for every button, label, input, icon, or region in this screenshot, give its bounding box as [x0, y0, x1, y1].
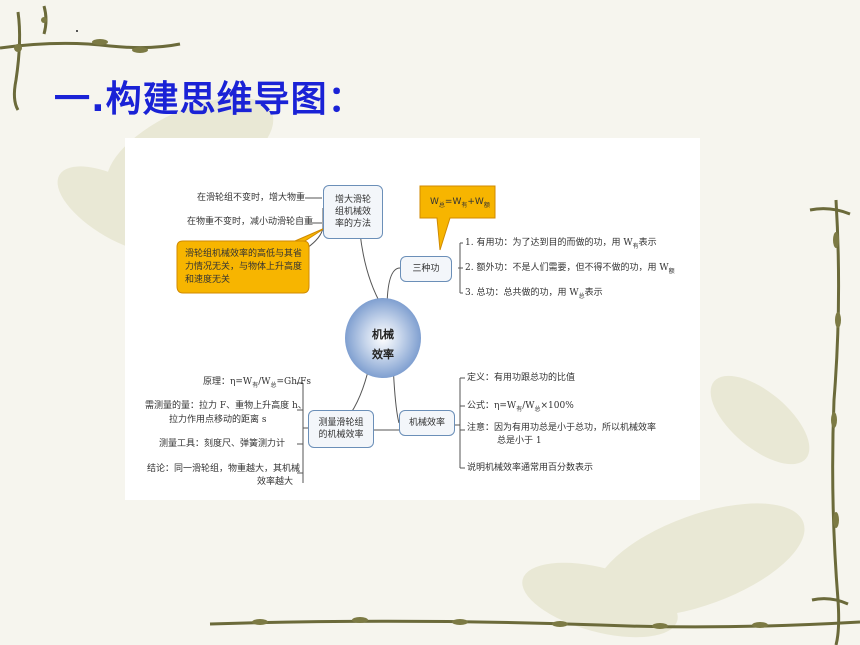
efficiency-percent-note: 说明机械效率通常用百分数表示	[467, 463, 594, 473]
slide-title: 一.构建思维导图：	[54, 79, 365, 120]
total-work-formula: W总=W有+W额	[430, 197, 490, 209]
measure-quantities-line-2: 拉力作用点移动的距离 s	[169, 415, 267, 425]
formula-callout-shape	[419, 185, 496, 251]
increase-item-2: 在物重不变时，减小动滑轮自重	[187, 217, 314, 227]
efficiency-formula: 公式：η=W有/W总×100%	[467, 401, 574, 413]
note-callout-shape	[176, 227, 326, 294]
measure-conclusion-line-1: 结论：同一滑轮组，物重越大，其机械	[147, 464, 301, 474]
increase-method-title: 增大滑轮组机械效率的方法	[334, 195, 371, 229]
three-work-title: 三种功	[412, 264, 440, 274]
useful-work-item: 1. 有用功：为了达到目的而做的功，用 W有表示	[465, 238, 657, 250]
center-line-2: 效率	[372, 348, 394, 361]
efficiency-note-line-2: 总是小于 1	[497, 436, 542, 446]
mind-map-connectors	[176, 185, 496, 483]
mind-map: 机械 效率 增大滑轮组机械效率的方法 在滑轮组不变时，增大物重 在物重不变时，减…	[125, 138, 700, 500]
total-work-item: 3. 总功：总共做的功，用 W总表示	[465, 288, 603, 300]
extra-work-item: 2. 额外功：不是人们需要，但不得不做的功，用 W额	[465, 263, 675, 275]
measure-principle: 原理：η=W有/W总=Gh/Fs	[203, 377, 311, 389]
note-callout-text: 滑轮组机械效率的高低与其省力情况无关，与物体上升高度和速度无关	[185, 249, 303, 285]
center-node	[345, 298, 421, 378]
efficiency-definition: 定义：有用功跟总功的比值	[467, 373, 576, 383]
center-node-label: 机械 效率	[363, 326, 403, 362]
measure-conclusion-line-2: 效率越大	[257, 477, 294, 487]
center-line-1: 机械	[372, 328, 394, 341]
increase-method-box: 增大滑轮组机械效率的方法	[323, 185, 383, 239]
efficiency-title: 机械效率	[408, 418, 445, 428]
measure-box: 测量滑轮组的机械效率	[308, 410, 374, 448]
efficiency-note-line-1: 注意：因为有用功总是小于总功，所以机械效率	[467, 423, 657, 433]
efficiency-box: 机械效率	[399, 410, 455, 436]
stray-dot	[76, 30, 78, 32]
measure-quantities-line-1: 需测量的量：拉力 F、重物上升高度 h、	[145, 401, 307, 411]
measure-tools: 测量工具：刻度尺、弹簧测力计	[159, 439, 286, 449]
right-vine	[809, 199, 851, 645]
increase-item-1: 在滑轮组不变时，增大物重	[197, 193, 306, 203]
measure-title: 测量滑轮组的机械效率	[318, 418, 364, 440]
three-work-box: 三种功	[400, 256, 452, 282]
